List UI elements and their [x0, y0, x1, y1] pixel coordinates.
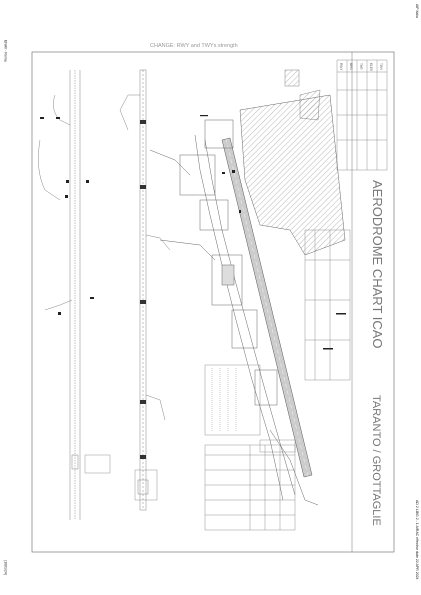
runway-profile-left — [38, 70, 81, 520]
detail-insets — [84, 439, 296, 501]
svg-text:THR: THR — [359, 63, 363, 70]
chart-frame — [31, 51, 395, 553]
change-banner: CHANGE: RWY and TWYs strength — [150, 43, 238, 49]
svg-text:TWY: TWY — [379, 63, 383, 71]
remarks-box — [204, 364, 261, 436]
strength-legend-table — [204, 444, 296, 531]
chart-title: AERODROME CHART ICAO — [370, 180, 385, 349]
hatched-area — [239, 69, 346, 256]
svg-text:RWY: RWY — [339, 63, 343, 71]
taxiway-profile-middle — [119, 69, 171, 511]
runway-info-table — [336, 59, 388, 171]
runway-info-table-headers: RWY BRG THR ELEV TWY — [339, 63, 383, 72]
apron-markers — [200, 115, 346, 350]
svg-text:ELEV: ELEV — [369, 63, 373, 72]
svg-text:BRG: BRG — [349, 63, 353, 70]
title-strip: AERODROME CHART ICAO TARANTO / GROTTAGLI… — [351, 52, 385, 552]
runway-profile-markers — [40, 117, 94, 315]
taxiway-profile-fills — [140, 120, 146, 459]
runway — [221, 137, 313, 478]
aerodrome-location: TARANTO / GROTTAGLIE — [370, 395, 382, 526]
